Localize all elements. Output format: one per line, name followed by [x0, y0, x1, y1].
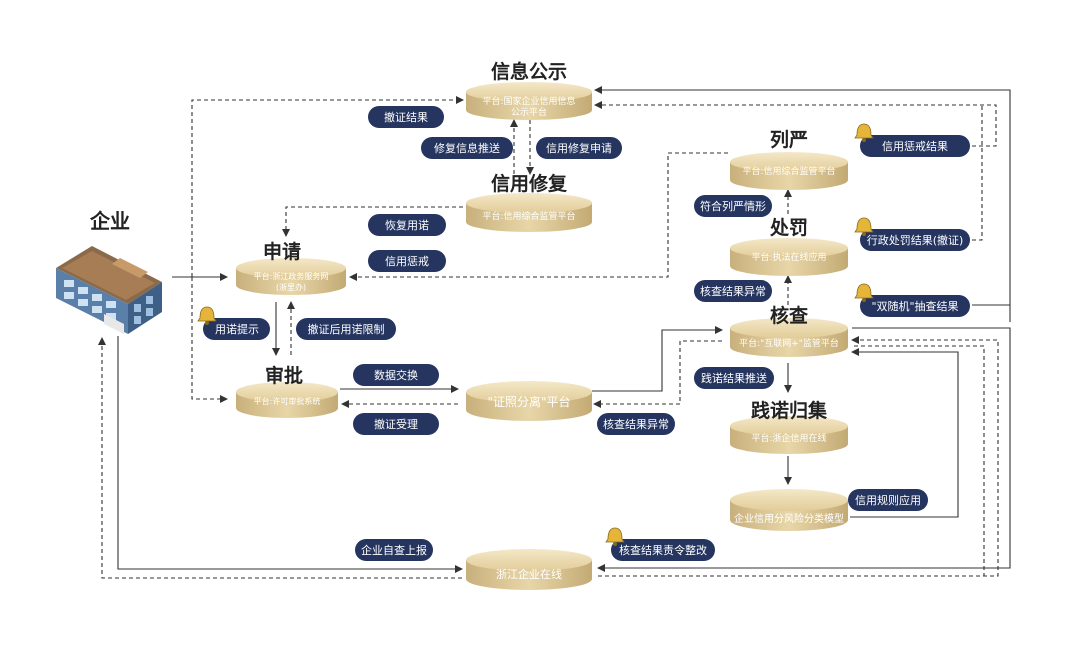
labels: 撤证结果 修复信息推送 信用修复申请 恢复用诺 信用惩戒 用诺提示 撤证后用诺限…	[203, 106, 970, 561]
pill-revoke-result: 撤证结果	[368, 106, 444, 128]
pill-data-exchange: 数据交换	[353, 364, 439, 386]
svg-text:核查结果责令整改: 核查结果责令整改	[619, 543, 707, 557]
node-disclosure: 信息公示 平台:国家企业信用信息 公示平台	[466, 60, 592, 120]
svg-text:"双随机"抽查结果: "双随机"抽查结果	[871, 299, 958, 313]
svg-text:用诺提示: 用诺提示	[215, 323, 259, 336]
svg-text:撤证受理: 撤证受理	[374, 417, 418, 431]
pill-check-abnormal-bottom: 核查结果异常	[597, 413, 675, 435]
edge-repair-to-apply	[282, 206, 463, 237]
credit-repair-title: 信用修复	[491, 172, 568, 195]
svg-text:践诺结果推送: 践诺结果推送	[701, 371, 767, 385]
node-zj-online: 浙江企业在线	[466, 549, 592, 590]
credit-repair-platform: 平台:信用综合监管平台	[482, 210, 575, 222]
bell-icons	[197, 123, 874, 546]
pill-random-check-result: "双随机"抽查结果	[860, 295, 970, 317]
node-risk-model: 企业信用分风险分类模型	[730, 489, 848, 531]
pill-check-abnormal-top: 核查结果异常	[694, 280, 772, 302]
svg-text:信用规则应用: 信用规则应用	[855, 493, 921, 507]
edge-punish-result-to-disclosure	[594, 101, 997, 147]
svg-text:撤证后用诺限制: 撤证后用诺限制	[308, 322, 385, 336]
promise-title: 践诺归集	[751, 399, 828, 422]
node-zhengzhao: "证照分离"平台	[466, 381, 592, 421]
apply-platform-line1: 平台:浙江政务服务网	[254, 271, 329, 281]
svg-text:企业自查上报: 企业自查上报	[361, 543, 427, 557]
bell-icon	[854, 217, 874, 236]
edge-check-to-zhengzhao	[593, 340, 722, 408]
pill-self-report: 企业自查上报	[355, 539, 433, 561]
approve-title: 审批	[265, 364, 303, 387]
node-credit-repair: 信用修复 平台:信用综合监管平台	[466, 172, 592, 232]
pill-repair-push: 修复信息推送	[421, 137, 513, 159]
node-check: 核查 平台:"互联网+"监管平台	[730, 304, 848, 357]
check-platform: 平台:"互联网+"监管平台	[739, 337, 839, 349]
edge-online-loop-2	[598, 345, 985, 577]
svg-text:信用惩戒: 信用惩戒	[385, 255, 429, 268]
svg-text:行政处罚结果(撤证): 行政处罚结果(撤证)	[867, 233, 964, 247]
pill-blacklist-condition: 符合列严情形	[694, 195, 772, 217]
check-title: 核查	[770, 304, 809, 327]
penalty-platform: 平台:执法在线应用	[751, 251, 826, 263]
pill-credit-punish: 信用惩戒	[368, 250, 446, 272]
node-apply: 申请 平台:浙江政务服务网 (浙里办)	[236, 240, 346, 295]
enterprise-label: 企业	[89, 209, 130, 233]
blacklist-platform: 平台:信用综合监管平台	[742, 165, 835, 177]
disclosure-title: 信息公示	[491, 60, 567, 83]
svg-text:信用修复申请: 信用修复申请	[546, 141, 612, 155]
node-approve: 审批 平台:许可审批系统	[236, 364, 338, 418]
edge-random-result-to-disclosure	[594, 86, 1011, 322]
svg-text:信用惩戒结果: 信用惩戒结果	[882, 140, 948, 153]
bell-icon	[605, 527, 625, 546]
penalty-title: 处罚	[769, 216, 808, 239]
apply-title: 申请	[263, 240, 301, 263]
edge-risk-to-check	[850, 348, 959, 518]
bell-icon	[197, 306, 217, 325]
zhengzhao-platform: "证照分离"平台	[487, 394, 570, 409]
svg-text:数据交换: 数据交换	[374, 368, 418, 382]
connectors	[98, 86, 1011, 579]
disclosure-platform-line1: 平台:国家企业信用信息	[482, 95, 575, 107]
bell-icon	[854, 283, 874, 302]
pill-promise-hint: 用诺提示	[203, 318, 270, 340]
pill-restore-promise: 恢复用诺	[368, 214, 446, 236]
pill-revoke-accept: 撤证受理	[353, 413, 439, 435]
pill-penalty-result: 行政处罚结果(撤证)	[860, 229, 970, 251]
node-penalty: 处罚 平台:执法在线应用	[730, 216, 848, 276]
pill-punish-result: 信用惩戒结果	[860, 135, 970, 157]
bell-icon	[854, 123, 874, 142]
svg-text:核查结果异常: 核查结果异常	[700, 284, 766, 298]
edge-enterprise-to-approve	[191, 277, 228, 403]
pill-promise-push: 践诺结果推送	[694, 367, 774, 389]
enterprise-building-icon	[56, 246, 162, 334]
edge-zhengzhao-to-check	[592, 326, 723, 392]
svg-text:修复信息推送: 修复信息推送	[434, 141, 500, 155]
edge-enterprise-to-disclosure	[191, 96, 464, 277]
disclosure-platform-line2: 公示平台	[511, 106, 547, 118]
apply-platform-line2: (浙里办)	[276, 282, 306, 292]
svg-text:核查结果异常: 核查结果异常	[603, 417, 669, 431]
svg-text:恢复用诺: 恢复用诺	[385, 218, 429, 232]
edge-enterprise-to-online	[117, 336, 463, 573]
pill-revoke-limit: 撤证后用诺限制	[296, 318, 396, 340]
edge-check-to-online	[597, 327, 1011, 572]
risk-model-platform: 企业信用分风险分类模型	[734, 512, 844, 525]
approve-platform: 平台:许可审批系统	[254, 396, 321, 406]
node-promise: 践诺归集 平台:浙企信用在线	[730, 399, 848, 454]
node-blacklist: 列严 平台:信用综合监管平台	[730, 129, 848, 190]
svg-text:撤证结果: 撤证结果	[384, 110, 428, 124]
pill-repair-apply: 信用修复申请	[536, 137, 622, 159]
pill-rule-apply: 信用规则应用	[848, 489, 928, 511]
pill-rectify-order: 核查结果责令整改	[611, 539, 715, 561]
edge-online-to-enterprise	[98, 337, 462, 579]
zj-online-platform: 浙江企业在线	[496, 567, 562, 581]
edge-penalty-result-to-disclosure	[972, 105, 983, 241]
svg-text:符合列严情形: 符合列严情形	[700, 199, 766, 213]
edge-blacklist-to-apply	[349, 152, 728, 281]
promise-platform: 平台:浙企信用在线	[751, 432, 826, 444]
blacklist-title: 列严	[770, 129, 808, 151]
